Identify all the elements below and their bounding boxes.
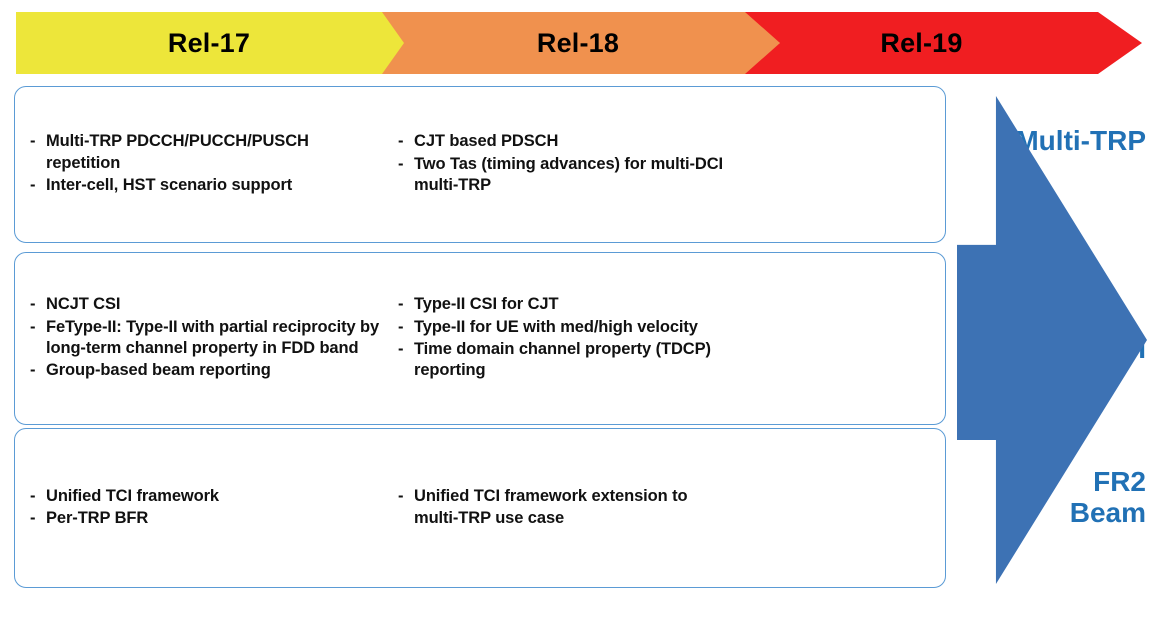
release-segment-rel-17: Rel-17 [16, 12, 420, 74]
release-segment-rel-18: Rel-18 [382, 12, 780, 74]
bullet-list-rel18-csi: Type-II CSI for CJT Type-II for UE with … [397, 294, 727, 383]
bullet-list-rel17-multi-trp: Multi-TRP PDCCH/PUCCH/PUSCH repetition I… [29, 131, 385, 197]
release-label-rel-18: Rel-18 [536, 27, 620, 58]
feature-box-csi: NCJT CSI FeType-II: Type-II with partial… [14, 252, 946, 425]
release-label-rel-17: Rel-17 [167, 27, 251, 58]
bullet-item: Unified TCI framework [29, 486, 385, 508]
category-label-fr2-beam: FR2 Beam [1069, 466, 1146, 529]
bullet-item: Group-based beam reporting [29, 360, 385, 382]
bullet-item: Multi-TRP PDCCH/PUCCH/PUSCH repetition [29, 131, 385, 174]
category-label-multi-trp: Multi-TRP [1015, 125, 1146, 156]
feature-column-rel17-multi-trp: Multi-TRP PDCCH/PUCCH/PUSCH repetition I… [29, 87, 385, 242]
bullet-item: Unified TCI framework extension to multi… [397, 486, 727, 529]
bullet-list-rel17-csi: NCJT CSI FeType-II: Type-II with partial… [29, 294, 385, 383]
bullet-item: Time domain channel property (TDCP) repo… [397, 339, 727, 382]
bullet-item: NCJT CSI [29, 294, 385, 316]
bullet-list-rel18-fr2-beam: Unified TCI framework extension to multi… [397, 486, 727, 530]
bullet-list-rel17-fr2-beam: Unified TCI framework Per-TRP BFR [29, 486, 385, 531]
bullet-item: FeType-II: Type-II with partial reciproc… [29, 317, 385, 360]
release-segment-rel-19: Rel-19 [745, 12, 1142, 74]
feature-box-fr2-beam: Unified TCI framework Per-TRP BFR Unifie… [14, 428, 946, 588]
release-label-rel-19: Rel-19 [880, 27, 963, 58]
bullet-item: Inter-cell, HST scenario support [29, 175, 385, 197]
feature-column-rel17-csi: NCJT CSI FeType-II: Type-II with partial… [29, 253, 385, 424]
bullet-item: Per-TRP BFR [29, 508, 385, 530]
feature-column-rel18-fr2-beam: Unified TCI framework extension to multi… [397, 429, 727, 587]
feature-box-multi-trp: Multi-TRP PDCCH/PUCCH/PUSCH repetition I… [14, 86, 946, 243]
feature-column-rel18-multi-trp: CJT based PDSCH Two Tas (timing advances… [397, 87, 727, 242]
release-timeline-banner: Rel-17 Rel-18 Rel-19 [0, 12, 1164, 74]
bullet-item: Two Tas (timing advances) for multi-DCI … [397, 154, 727, 197]
bullet-item: CJT based PDSCH [397, 131, 727, 153]
bullet-item: Type-II for UE with med/high velocity [397, 317, 727, 339]
feature-column-rel17-fr2-beam: Unified TCI framework Per-TRP BFR [29, 429, 385, 587]
bullet-list-rel18-multi-trp: CJT based PDSCH Two Tas (timing advances… [397, 131, 727, 197]
bullet-item: Type-II CSI for CJT [397, 294, 727, 316]
feature-column-rel18-csi: Type-II CSI for CJT Type-II for UE with … [397, 253, 727, 424]
